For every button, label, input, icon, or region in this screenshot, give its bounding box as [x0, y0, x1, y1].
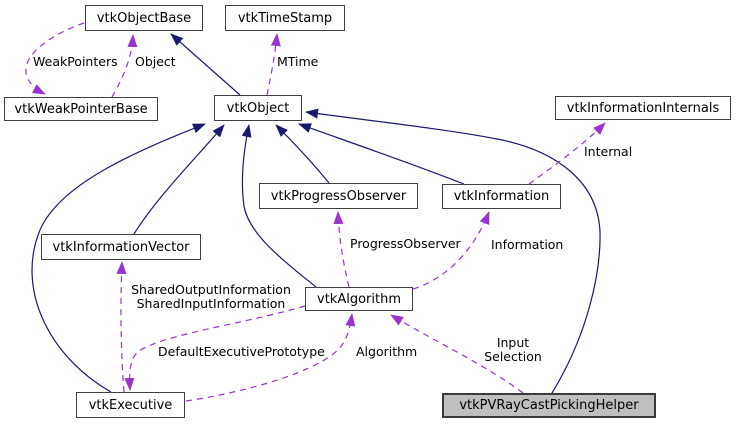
node-label: vtkTimeStamp — [237, 10, 333, 26]
edge-vtkPVRayCastPickingHelper-to-vtkObject — [305, 108, 601, 394]
node-label: vtkObject — [226, 100, 290, 116]
edge-vtkPVRayCastPickingHelper-to-vtkAlgorithm — [390, 314, 524, 394]
node-vtkTimeStamp[interactable]: vtkTimeStamp — [225, 5, 345, 31]
edge-vtkExecutive-to-vtkAlgorithm — [185, 313, 356, 402]
node-label: vtkExecutive — [88, 397, 173, 413]
node-label: vtkPVRayCastPickingHelper — [459, 398, 639, 413]
edge-vtkObject-to-vtkObjectBase — [170, 33, 241, 96]
node-vtkProgressObserver[interactable]: vtkProgressObserver — [259, 183, 418, 209]
edge-vtkExecutive-to-vtkObject — [31, 123, 206, 393]
node-vtkExecutive[interactable]: vtkExecutive — [76, 392, 185, 418]
node-label: vtkWeakPointerBase — [14, 101, 148, 117]
edge-vtkObjectBase-to-vtkWeakPointerBase — [25, 22, 85, 95]
node-label: vtkInformationInternals — [566, 100, 720, 116]
node-vtkInformationVector[interactable]: vtkInformationVector — [41, 234, 201, 260]
edge-vtkAlgorithm-to-vtkExecutive — [124, 305, 306, 391]
edge-vtkInformationVector-to-vtkObject — [133, 124, 225, 235]
node-vtkObjectBase[interactable]: vtkObjectBase — [85, 5, 203, 31]
edge-vtkObject-to-vtkTimeStamp — [266, 33, 281, 96]
edge-vtkExecutive-to-vtkInformationVector — [116, 261, 127, 393]
node-vtkWeakPointerBase[interactable]: vtkWeakPointerBase — [4, 97, 158, 121]
node-vtkObject[interactable]: vtkObject — [214, 95, 302, 121]
edge-vtkAlgorithm-to-vtkInformation — [412, 211, 490, 290]
node-vtkAlgorithm[interactable]: vtkAlgorithm — [305, 287, 413, 311]
node-vtkInformation[interactable]: vtkInformation — [442, 184, 561, 209]
edge-vtkWeakPointerBase-to-vtkObjectBase — [111, 34, 138, 98]
edge-vtkAlgorithm-to-vtkProgressObserver — [333, 211, 350, 288]
node-label: vtkObjectBase — [96, 10, 192, 26]
edge-vtkInformation-to-vtkObject — [298, 123, 465, 185]
node-vtkInformationInternals[interactable]: vtkInformationInternals — [555, 96, 731, 120]
node-label: vtkProgressObserver — [270, 188, 407, 204]
edge-vtkProgressObserver-to-vtkObject — [275, 124, 330, 184]
edge-vtkInformation-to-vtkInformationInternals — [528, 122, 606, 185]
node-label: vtkInformation — [453, 189, 550, 204]
edge-vtkAlgorithm-to-vtkObject — [241, 124, 317, 288]
node-label: vtkAlgorithm — [317, 291, 401, 307]
node-vtkPVRayCastPickingHelper[interactable]: vtkPVRayCastPickingHelper — [442, 393, 656, 418]
node-label: vtkInformationVector — [52, 239, 190, 255]
